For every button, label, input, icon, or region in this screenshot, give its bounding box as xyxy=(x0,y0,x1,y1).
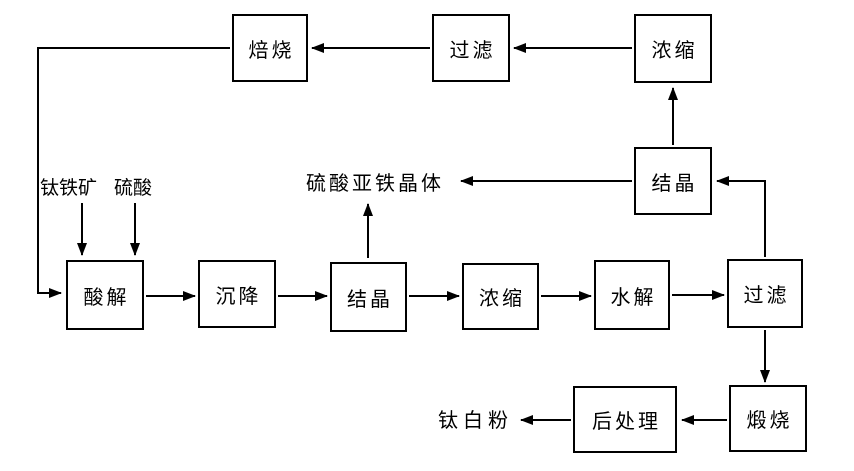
node-calcine: 煅烧 xyxy=(729,385,807,452)
label-sulfuric-acid: 硫酸 xyxy=(114,177,153,199)
node-crystallize-main: 结晶 xyxy=(330,262,407,332)
node-crystallize-right: 结晶 xyxy=(634,147,712,215)
arrow-filter-main-to-crystallize-right xyxy=(716,176,766,257)
node-concentrate-main: 浓缩 xyxy=(462,263,539,330)
node-settle: 沉降 xyxy=(198,260,276,328)
arrow-roast-to-acidolysis xyxy=(37,47,230,298)
node-acidolysis: 酸解 xyxy=(66,260,144,330)
label-titanium-white-powder: 钛白粉 xyxy=(438,408,513,432)
node-filter-main: 过滤 xyxy=(727,259,803,328)
node-hydrolysis: 水解 xyxy=(594,260,670,330)
node-concentrate-top: 浓缩 xyxy=(634,14,712,83)
label-ferrous-sulfate-crystals: 硫酸亚铁晶体 xyxy=(306,171,444,195)
node-filter-top: 过滤 xyxy=(432,14,510,82)
label-ilmenite: 钛铁矿 xyxy=(40,177,98,199)
node-roast: 焙烧 xyxy=(232,14,308,82)
node-post-process: 后处理 xyxy=(573,386,677,453)
